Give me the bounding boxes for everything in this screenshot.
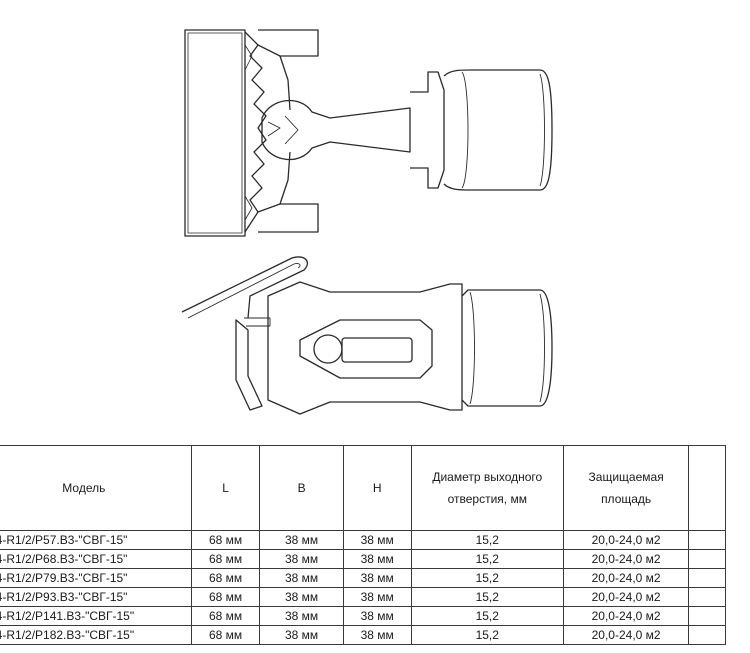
cell-extra <box>688 625 726 645</box>
cell-l: 68 мм <box>190 587 261 607</box>
cell-h: 38 мм <box>342 530 412 550</box>
cell-b: 38 мм <box>259 587 344 607</box>
bulb-body <box>341 337 413 363</box>
cell-area: 20,0-24,0 м2 <box>562 625 690 645</box>
header-l: L <box>190 445 261 531</box>
frame-window <box>299 319 433 379</box>
deflector-plate <box>184 29 246 237</box>
cell-l: 68 мм <box>190 549 261 569</box>
cell-b: 38 мм <box>259 625 344 645</box>
deflector-side <box>235 319 263 411</box>
cell-diameter: 15,2 <box>410 587 564 607</box>
cell-h: 38 мм <box>342 549 412 569</box>
deflector-teeth <box>244 31 267 233</box>
cell-b: 38 мм <box>259 568 344 588</box>
sprinkler-side-view <box>181 256 553 415</box>
cell-model: 0,74-R1/2/P79.B3-"СВГ-15" <box>0 568 192 588</box>
frame-arm-top <box>257 29 319 57</box>
cell-area: 20,0-24,0 м2 <box>562 549 690 569</box>
cell-b: 38 мм <box>259 549 344 569</box>
cell-extra <box>688 568 726 588</box>
cell-diameter: 15,2 <box>410 606 564 626</box>
cell-model: 0,74-R1/2/P182.B3-"СВГ-15" <box>0 625 192 645</box>
header-outlet-diameter: Диаметр выходного отверстия, мм <box>410 445 564 531</box>
table-row: 0,74-R1/2/P68.B3-"СВГ-15" 68 мм 38 мм 38… <box>0 549 726 569</box>
cell-h: 38 мм <box>342 606 412 626</box>
table-row: 0,74-R1/2/P182.B3-"СВГ-15" 68 мм 38 мм 3… <box>0 625 726 645</box>
cell-l: 68 мм <box>190 530 261 550</box>
cell-l: 68 мм <box>190 606 261 626</box>
header-b: B <box>259 445 344 531</box>
sprinkler-top-view <box>184 29 553 237</box>
table-row: 0,74-R1/2/P57.B3-"СВГ-15" 68 мм 38 мм 38… <box>0 530 726 550</box>
cell-l: 68 мм <box>190 625 261 645</box>
table-row: 0,74-R1/2/P93.B3-"СВГ-15" 68 мм 38 мм 38… <box>0 587 726 607</box>
cell-b: 38 мм <box>259 606 344 626</box>
cell-h: 38 мм <box>342 587 412 607</box>
table-row: 0,74-R1/2/P141.B3-"СВГ-15" 68 мм 38 мм 3… <box>0 606 726 626</box>
cell-extra <box>688 530 726 550</box>
cell-h: 38 мм <box>342 568 412 588</box>
frame-body <box>267 281 463 415</box>
header-protected-area: Защищаемая площадь <box>562 445 690 531</box>
cell-diameter: 15,2 <box>410 549 564 569</box>
sprinkler-technical-drawing <box>181 29 553 415</box>
cell-diameter: 15,2 <box>410 568 564 588</box>
cell-model: 0,74-R1/2/P68.B3-"СВГ-15" <box>0 549 192 569</box>
specification-table: Модель L B H Диаметр выходного отверстия… <box>0 445 726 645</box>
cell-diameter: 15,2 <box>410 625 564 645</box>
spring-clip <box>181 256 308 319</box>
header-h: H <box>342 445 412 531</box>
cell-extra <box>688 606 726 626</box>
frame-arm-bottom <box>257 203 319 233</box>
cell-model: 0,74-R1/2/P141.B3-"СВГ-15" <box>0 606 192 626</box>
body-collar <box>410 71 445 189</box>
cell-model: 0,74-R1/2/P93.B3-"СВГ-15" <box>0 587 192 607</box>
cell-area: 20,0-24,0 м2 <box>562 530 690 550</box>
threaded-shank-side <box>461 289 553 407</box>
cell-diameter: 15,2 <box>410 530 564 550</box>
cell-model: 0,74-R1/2/P57.B3-"СВГ-15" <box>0 530 192 550</box>
glass-bulb <box>261 99 411 161</box>
bulb-end <box>313 334 343 364</box>
threaded-shank <box>443 69 553 191</box>
cell-h: 38 мм <box>342 625 412 645</box>
cell-l: 68 мм <box>190 568 261 588</box>
cell-area: 20,0-24,0 м2 <box>562 587 690 607</box>
cell-area: 20,0-24,0 м2 <box>562 606 690 626</box>
header-model: Модель <box>0 445 192 531</box>
cell-b: 38 мм <box>259 530 344 550</box>
table-header-row: Модель L B H Диаметр выходного отверстия… <box>0 445 726 531</box>
cell-extra <box>688 587 726 607</box>
header-extra <box>688 445 726 531</box>
table-row: 0,74-R1/2/P79.B3-"СВГ-15" 68 мм 38 мм 38… <box>0 568 726 588</box>
cell-extra <box>688 549 726 569</box>
cell-area: 20,0-24,0 м2 <box>562 568 690 588</box>
